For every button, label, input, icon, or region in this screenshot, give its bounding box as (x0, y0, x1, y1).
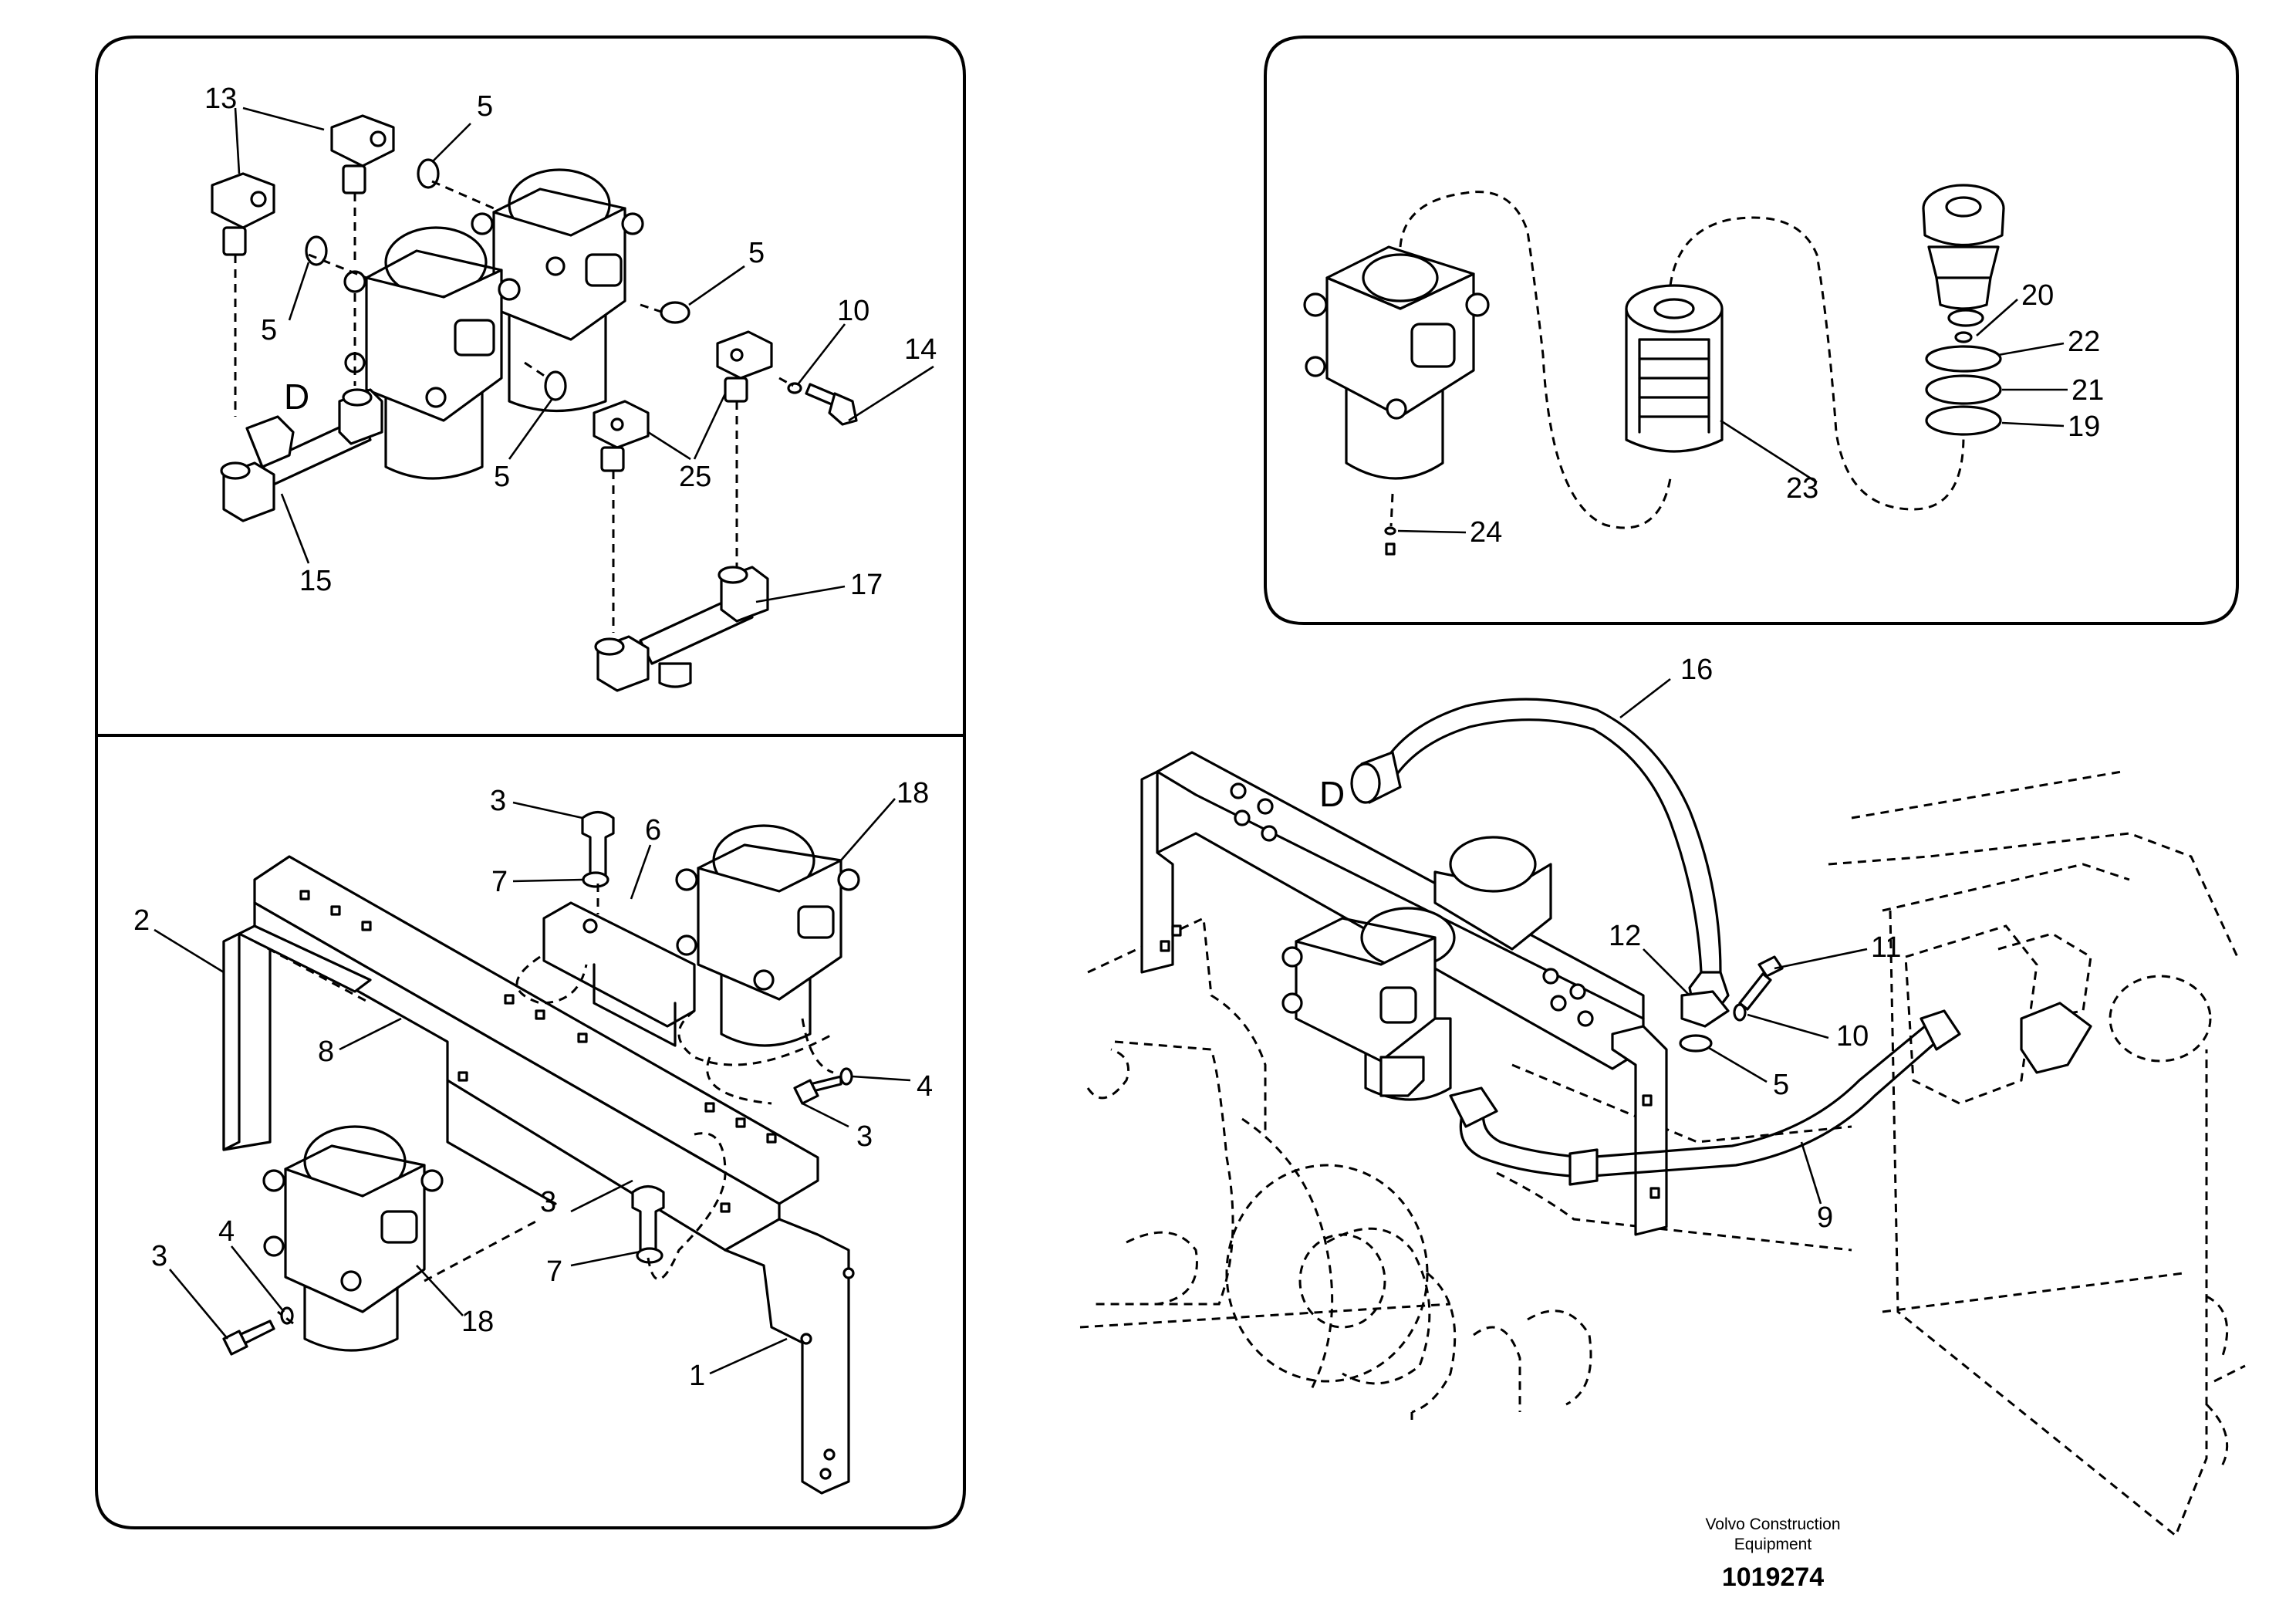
elbow-fitting-left (211, 172, 275, 256)
callout-1: 1 (689, 1360, 705, 1392)
callout-7: 7 (546, 1255, 562, 1288)
callout-24: 24 (1470, 516, 1502, 549)
callout-3: 3 (490, 785, 506, 817)
callout-21: 21 (2071, 374, 2104, 407)
drawing-number: 1019274 (1722, 1563, 1824, 1592)
pipe-17 (594, 566, 769, 692)
bottom-left-bracket-assembly (222, 810, 860, 1495)
callout-14: 14 (904, 333, 937, 366)
company-name-line2: Equipment (1734, 1536, 1812, 1553)
port-label-d: D (284, 377, 309, 417)
drawing-footer: Volvo Construction Equipment 1019274 (1705, 1516, 1840, 1592)
callout-4: 4 (218, 1215, 235, 1248)
company-name-line1: Volvo Construction (1705, 1516, 1840, 1533)
callout-5: 5 (477, 90, 493, 123)
leaders-top-right (1397, 299, 2068, 534)
callout-8: 8 (318, 1036, 334, 1068)
callout-18: 18 (461, 1306, 494, 1338)
callout-12: 12 (1609, 920, 1641, 952)
leaders-bottom-left (154, 798, 911, 1375)
callout-2: 2 (133, 904, 150, 937)
callout-5: 5 (494, 461, 510, 493)
filter-housing-rear (471, 168, 644, 413)
callout-15: 15 (299, 565, 332, 597)
callout-4: 4 (917, 1070, 933, 1103)
callout-17: 17 (850, 569, 883, 601)
filter-cartridge (1625, 284, 1724, 453)
callout-5: 5 (1773, 1069, 1789, 1101)
filter-housing-front (343, 226, 521, 480)
washer (787, 382, 802, 394)
callout-20: 20 (2021, 279, 2054, 312)
elbow-fitting-top (330, 114, 395, 194)
callout-18: 18 (896, 777, 929, 809)
filter-cap (1922, 184, 2005, 436)
callout-25: 25 (679, 461, 711, 493)
callout-9: 9 (1817, 1201, 1833, 1234)
o-ring (305, 235, 328, 266)
callout-6: 6 (645, 814, 661, 846)
top-left-filter-assembly (211, 114, 858, 692)
leaders-top-left (234, 106, 934, 603)
callout-3: 3 (856, 1120, 873, 1153)
hose-9 (1449, 1009, 1961, 1186)
o-ring (660, 301, 690, 324)
callout-23: 23 (1786, 472, 1818, 505)
callout-16: 16 (1680, 654, 1713, 686)
elbow-25-right (716, 330, 773, 403)
callout-7: 7 (491, 866, 508, 898)
callout-22: 22 (2068, 326, 2100, 358)
top-right-panel-frame (1264, 35, 2239, 625)
o-ring (544, 370, 567, 401)
callout-10: 10 (837, 295, 869, 327)
o-ring (417, 158, 440, 189)
port-label-d: D (1319, 774, 1345, 814)
callout-19: 19 (2068, 411, 2100, 443)
leaders-bottom-right (1619, 678, 1868, 1205)
callout-11: 11 (1871, 931, 1901, 964)
pipe-15 (220, 388, 383, 522)
elbow-25-left (593, 400, 650, 472)
bolt-14 (805, 383, 858, 426)
left-panel-frame (95, 35, 966, 1529)
callout-13: 13 (204, 83, 237, 115)
callout-5: 5 (261, 314, 277, 346)
installation-view (1079, 698, 2246, 1538)
callout-5: 5 (748, 237, 765, 269)
filter-element-exploded (1303, 184, 2005, 556)
callout-3: 3 (151, 1240, 167, 1272)
callout-3: 3 (540, 1186, 556, 1218)
callout-labels: 13 5 5 5 5 10 14 25 15 17 D 3 6 18 2 7 8… (133, 83, 2104, 1392)
callout-10: 10 (1836, 1020, 1869, 1053)
